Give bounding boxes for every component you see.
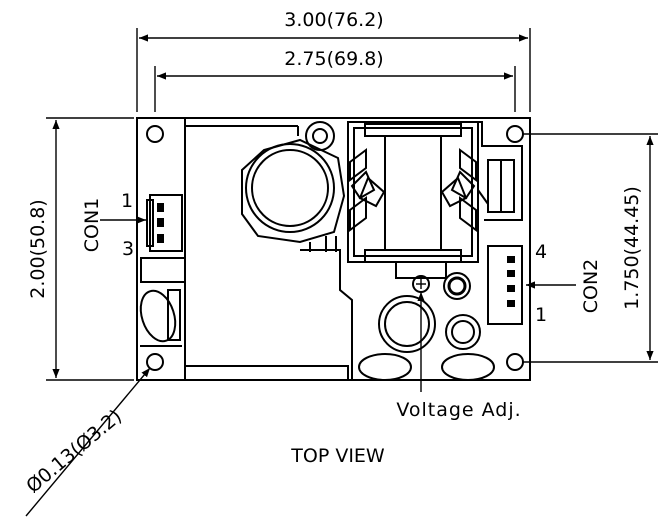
mounting-hole-bottom-right [506,353,524,371]
con2-pin-4: 4 [535,241,547,263]
mounting-hole-top-right [506,125,524,143]
fuse-component [139,289,182,347]
mounting-holes [146,125,524,371]
mounting-hole-bottom-left [146,353,164,371]
dimension-hole-spacing-height: 1.750(44.45) [522,133,658,363]
voltage-adj-label: Voltage Adj. [396,399,521,421]
con2-pin-1: 1 [535,304,547,326]
con2-connector [487,245,576,325]
hole-diameter-label: Ø0.13(Ø3.2) [22,405,126,497]
overall-height-label: 2.00(50.8) [27,199,49,298]
con1-pin-1: 1 [121,190,133,212]
hole-spacing-height-label: 1.750(44.45) [621,186,643,310]
bulk-capacitor [241,121,346,244]
dimension-overall-height: 2.00(50.8) [27,117,134,381]
hole-spacing-width-label: 2.75(69.8) [284,48,383,70]
small-components [300,236,353,380]
dimension-hole-spacing-width: 2.75(69.8) [154,48,516,112]
top-view-label: TOP VIEW [290,445,385,467]
mounting-hole-top-left [146,125,164,143]
overall-width-label: 3.00(76.2) [284,9,383,31]
transformer [347,121,479,263]
dimension-overall-width: 3.00(76.2) [136,9,531,112]
con1-label: CON1 [81,198,103,253]
con2-label: CON2 [580,259,602,314]
con1-connector [100,194,186,283]
hole-diameter-leader [25,367,151,517]
heatsink-bracket [470,121,523,221]
con1-pin-3: 3 [122,238,134,260]
pcb-board [136,117,531,381]
output-components [358,261,495,392]
